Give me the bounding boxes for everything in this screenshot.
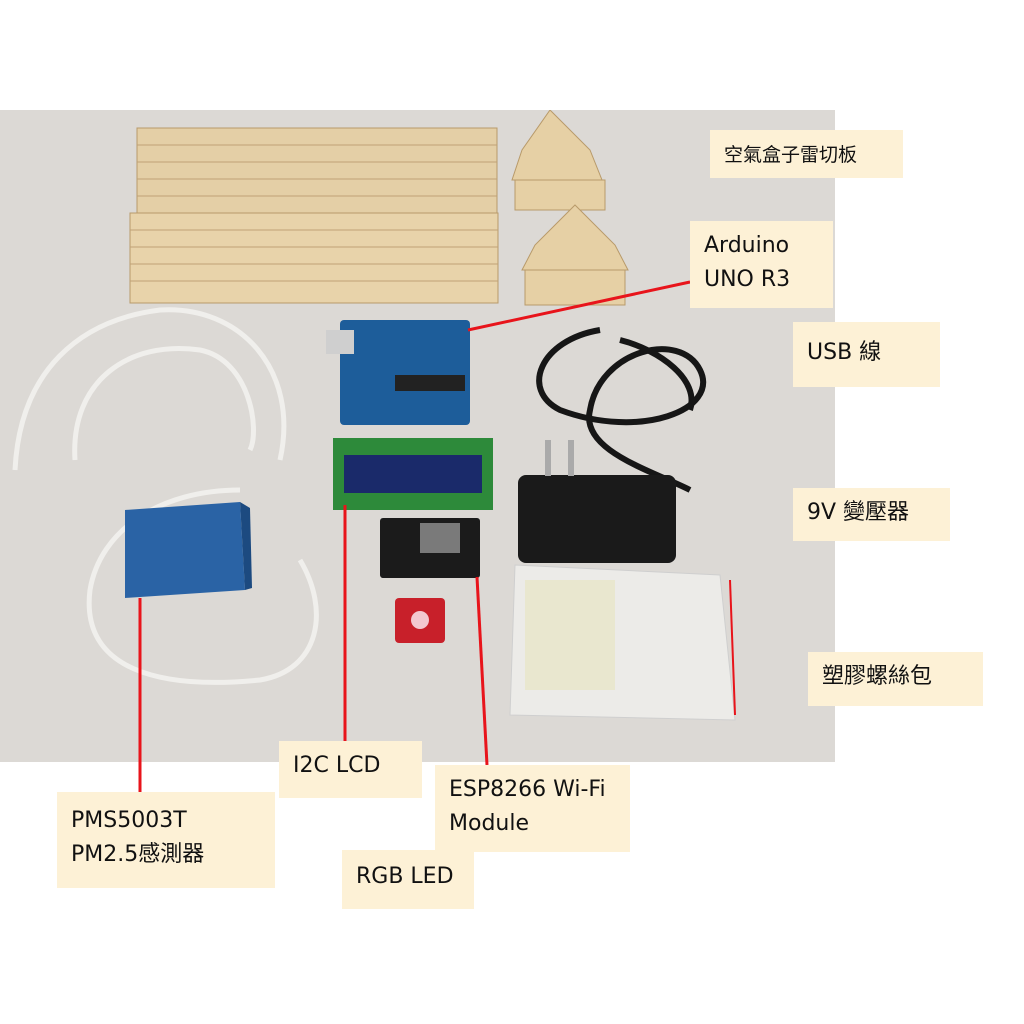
label-esp8266: ESP8266 Wi-Fi Module — [435, 765, 630, 852]
arduino-uno-board — [326, 320, 470, 425]
lcd-module — [333, 438, 493, 510]
label-lcd: I2C LCD — [279, 741, 422, 798]
label-screws: 塑膠螺絲包 — [808, 652, 983, 706]
kit-photo — [0, 110, 835, 762]
label-text: 空氣盒子雷切板 — [724, 144, 858, 166]
label-rgb-led: RGB LED — [342, 850, 474, 909]
laser-cut-wood-panels — [129, 110, 629, 306]
label-text: Arduino — [704, 233, 790, 258]
label-text: PM2.5感測器 — [71, 842, 205, 867]
label-usb: USB 線 — [793, 322, 940, 387]
label-text: 塑膠螺絲包 — [822, 664, 933, 689]
label-adapter: 9V 變壓器 — [793, 488, 950, 541]
screw-bag — [509, 564, 736, 721]
label-text: 9V 變壓器 — [807, 500, 910, 525]
label-text: ESP8266 Wi-Fi — [449, 777, 606, 802]
label-arduino: Arduino UNO R3 — [690, 221, 833, 308]
label-text: Module — [449, 811, 529, 836]
label-text: USB 線 — [807, 340, 882, 365]
usb-cable — [536, 327, 706, 493]
label-laser-board: 空氣盒子雷切板 — [710, 130, 903, 178]
label-text: I2C LCD — [293, 753, 381, 778]
esp8266-board — [380, 518, 480, 578]
label-text: UNO R3 — [704, 267, 791, 292]
label-text: RGB LED — [356, 864, 454, 889]
label-pms5003t: PMS5003T PM2.5感測器 — [57, 792, 275, 888]
power-adapter — [518, 440, 676, 563]
label-text: PMS5003T — [71, 808, 187, 833]
pms5003t-sensor — [125, 502, 252, 598]
rgb-led-board — [395, 598, 445, 643]
